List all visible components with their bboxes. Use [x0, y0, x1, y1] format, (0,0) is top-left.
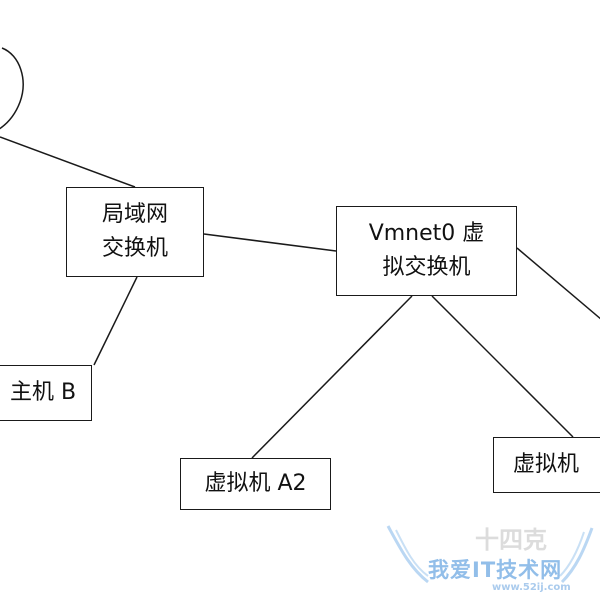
edge-lan-switch-host-b — [93, 276, 138, 366]
wings-logo-icon — [386, 525, 594, 584]
lan-switch-label-line1: 局域网 — [101, 202, 168, 227]
vmnet0-switch-label-line1: Vmnet0 虚 — [368, 221, 485, 246]
vm-a2-node: 虚拟机 A2 — [180, 458, 331, 510]
host-b-label: 主机 B — [9, 380, 77, 405]
edge-vmnet0-vm-right — [431, 295, 574, 438]
edge-cloud-lan-switch — [0, 136, 136, 188]
vm-right-node: 虚拟机 — [493, 437, 600, 493]
edge-vmnet0-offscreen — [516, 247, 600, 320]
vmnet0-switch-label-line2: 拟交换机 — [382, 255, 471, 280]
vmnet0-switch-node: Vmnet0 虚 拟交换机 — [336, 206, 517, 296]
network-cloud-shape — [0, 47, 24, 130]
host-b-node: 主机 B — [0, 365, 92, 421]
edge-lan-switch-vmnet0 — [203, 233, 337, 252]
site-watermark: 十四克 我爱IT技术网 www.52ij.com — [380, 520, 600, 600]
lan-switch-label-line2: 交换机 — [101, 236, 168, 261]
vm-right-label: 虚拟机 — [512, 452, 579, 477]
edge-vmnet0-vm-a2 — [251, 295, 413, 459]
watermark-top-text: 十四克 — [475, 526, 547, 554]
vm-a2-label: 虚拟机 A2 — [204, 471, 307, 496]
lan-switch-node: 局域网 交换机 — [66, 187, 204, 277]
watermark-url: www.52ij.com — [492, 582, 571, 593]
watermark-brand: 我爱IT技术网 — [428, 558, 563, 582]
